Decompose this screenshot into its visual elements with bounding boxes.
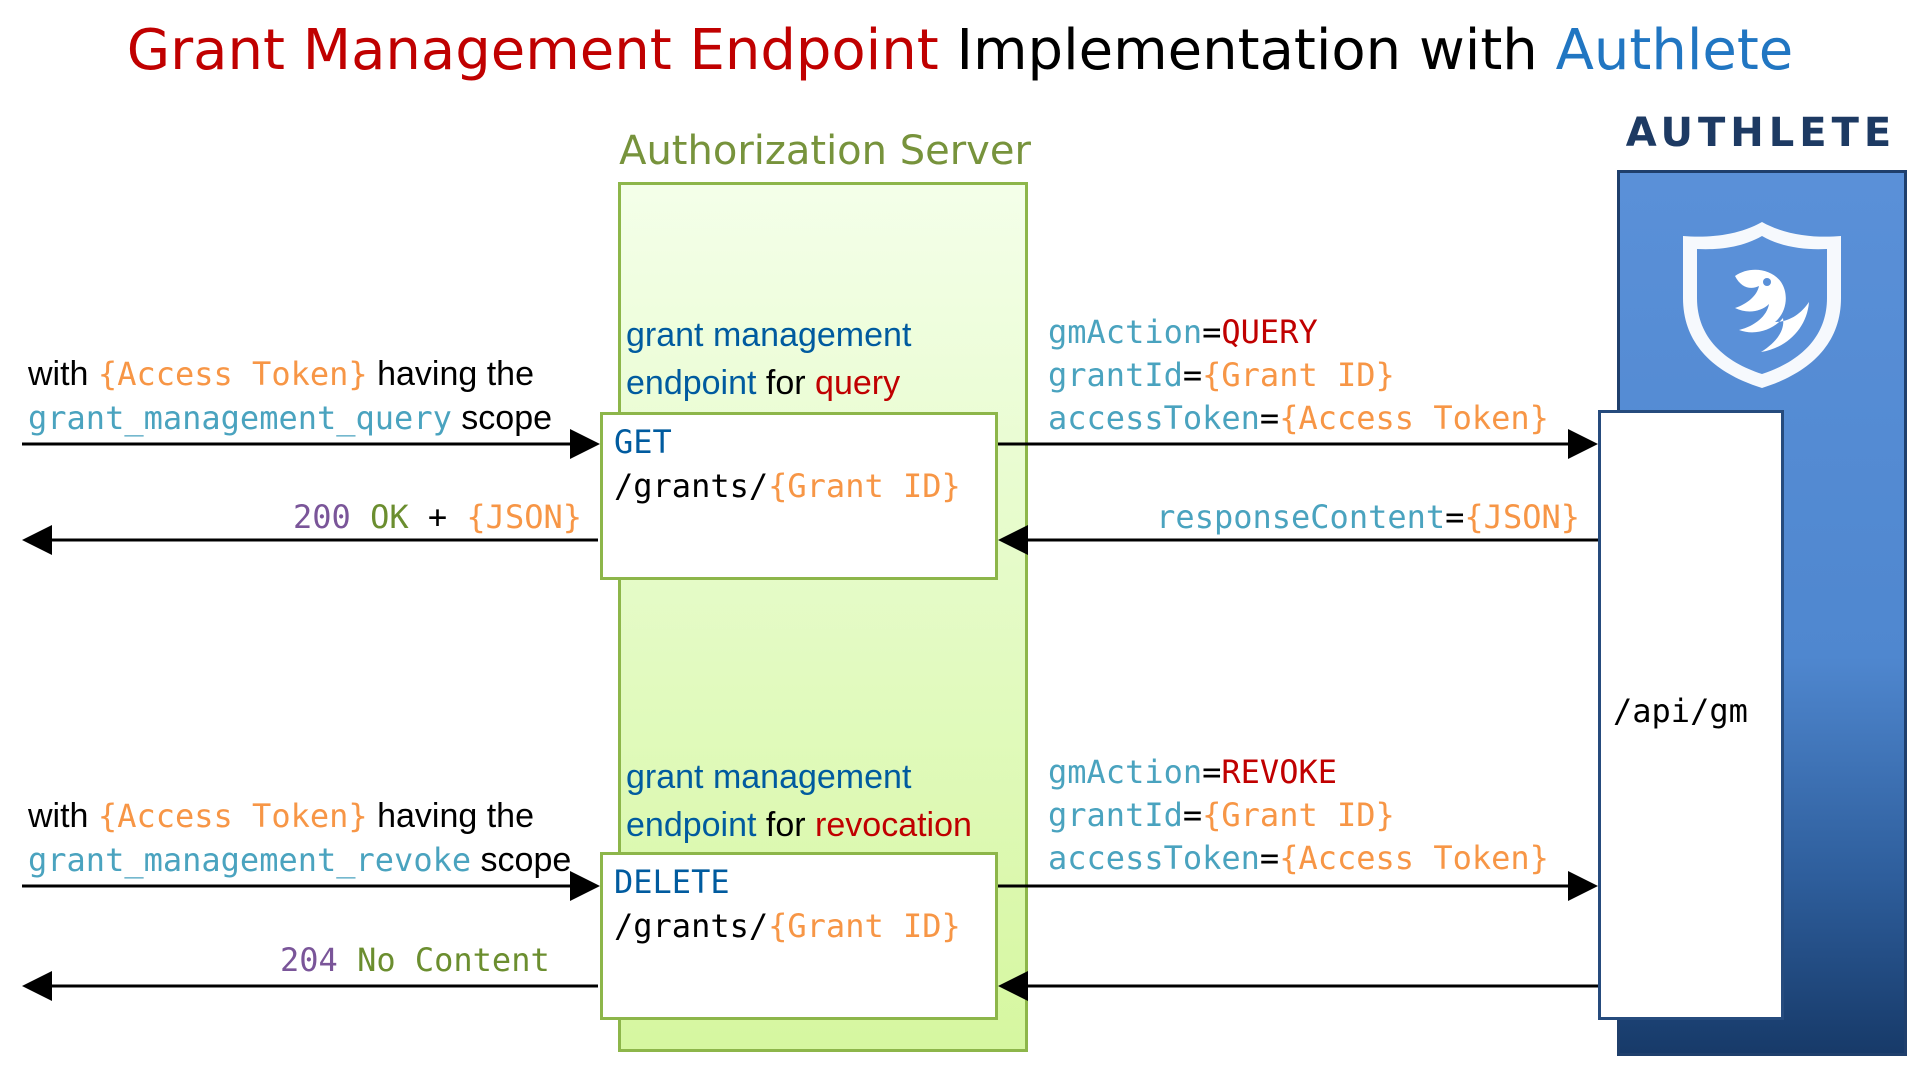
query-param-accesstoken-key: accessToken — [1048, 399, 1260, 437]
revoke-path-prefix: /grants/ — [614, 907, 769, 945]
query-request-label-line2: grant_management_query scope — [28, 401, 552, 435]
query-endpoint-action: query — [815, 364, 901, 402]
title-part-authlete: Authlete — [1555, 18, 1794, 83]
query-response-label: 200 OK + {JSON} — [120, 501, 582, 533]
query-api-param-accesstoken: accessToken={Access Token} — [1048, 402, 1549, 434]
title-part-endpoint: Grant Management Endpoint — [126, 18, 939, 83]
revoke-request-scope: grant_management_revoke — [28, 841, 472, 879]
query-path-prefix: /grants/ — [614, 467, 769, 505]
query-response-status-text: OK — [370, 498, 409, 536]
query-param-gmaction-key: gmAction — [1048, 313, 1203, 351]
revoke-response-status: 204 — [280, 941, 338, 979]
title-part-implementation: Implementation with — [938, 18, 1556, 83]
revoke-param-accesstoken-value: {Access Token} — [1279, 839, 1549, 877]
query-response-status: 200 — [293, 498, 351, 536]
revoke-request-scope-word: scope — [471, 841, 572, 879]
revoke-endpoint-word: endpoint — [626, 806, 757, 844]
revoke-response-label: 204 No Content — [280, 944, 550, 976]
revoke-param-grantid-value: {Grant ID} — [1202, 796, 1395, 834]
revoke-param-accesstoken-eq: = — [1259, 839, 1280, 877]
query-method: GET — [614, 423, 672, 461]
query-api-response-eq: = — [1445, 498, 1465, 536]
revoke-endpoint-label-line2: endpoint for revocation — [626, 808, 972, 842]
revoke-api-param-grantid: grantId={Grant ID} — [1048, 799, 1395, 831]
query-request-token: {Access Token} — [97, 355, 368, 393]
query-api-param-gmaction: gmAction=QUERY — [1048, 316, 1318, 348]
query-request-with: with — [28, 355, 98, 393]
query-param-gmaction-value: QUERY — [1221, 313, 1318, 351]
revoke-param-gmaction-key: gmAction — [1048, 753, 1203, 791]
revoke-path-param: {Grant ID} — [768, 907, 961, 945]
revoke-method: DELETE — [614, 863, 730, 901]
revoke-request-with: with — [28, 797, 98, 835]
query-endpoint-word: endpoint — [626, 364, 757, 402]
query-endpoint-label-line1: grant management — [626, 318, 911, 352]
revoke-response-status-text: No Content — [357, 941, 550, 979]
revoke-endpoint-for: for — [756, 806, 816, 844]
query-endpoint-for: for — [756, 364, 816, 402]
query-request-scope-word: scope — [451, 399, 553, 437]
revoke-param-gmaction-value: REVOKE — [1221, 753, 1337, 791]
revoke-param-grantid-eq: = — [1182, 796, 1203, 834]
query-response-body: {JSON} — [466, 498, 582, 536]
revoke-path: /grants/{Grant ID} — [614, 910, 961, 942]
authlete-brand-logo: AUTHLETE — [1625, 110, 1897, 156]
revoke-endpoint-label-line1: grant management — [626, 760, 911, 794]
query-response-plus: + — [408, 498, 467, 536]
revoke-api-param-gmaction: gmAction=REVOKE — [1048, 756, 1337, 788]
api-gm-label: /api/gm — [1613, 692, 1748, 730]
query-request-label-line1: with {Access Token} having the — [28, 357, 534, 391]
revoke-request-having: having the — [367, 797, 534, 835]
query-endpoint-box — [600, 412, 998, 580]
revoke-param-grantid-key: grantId — [1048, 796, 1183, 834]
query-param-grantid-key: grantId — [1048, 356, 1183, 394]
query-endpoint-label-line2: endpoint for query — [626, 366, 900, 400]
revoke-endpoint-box — [600, 852, 998, 1020]
api-gm-box — [1598, 410, 1784, 1020]
query-param-accesstoken-eq: = — [1259, 399, 1280, 437]
query-api-param-grantid: grantId={Grant ID} — [1048, 359, 1395, 391]
revoke-param-gmaction-eq: = — [1202, 753, 1222, 791]
query-param-grantid-value: {Grant ID} — [1202, 356, 1395, 394]
query-param-gmaction-eq: = — [1202, 313, 1222, 351]
query-request-scope: grant_management_query — [28, 399, 452, 437]
query-request-having: having the — [367, 355, 534, 393]
revoke-api-param-accesstoken: accessToken={Access Token} — [1048, 842, 1549, 874]
query-param-grantid-eq: = — [1182, 356, 1203, 394]
revoke-request-label-line2: grant_management_revoke scope — [28, 843, 571, 877]
revoke-endpoint-action: revocation — [815, 806, 972, 844]
query-path: /grants/{Grant ID} — [614, 470, 961, 502]
authlete-shield-icon — [1683, 222, 1841, 388]
revoke-endpoint-label-text: grant management — [626, 758, 912, 796]
revoke-request-token: {Access Token} — [97, 797, 368, 835]
query-path-param: {Grant ID} — [768, 467, 961, 505]
authorization-server-title: Authorization Server — [619, 128, 1031, 174]
revoke-request-label-line1: with {Access Token} having the — [28, 799, 534, 833]
query-api-response-value: {JSON} — [1464, 498, 1580, 536]
query-endpoint-label-text: grant management — [626, 316, 912, 354]
diagram-title: Grant Management Endpoint Implementation… — [0, 18, 1920, 83]
query-api-response-key: responseContent — [1156, 498, 1446, 536]
query-param-accesstoken-value: {Access Token} — [1279, 399, 1549, 437]
revoke-param-accesstoken-key: accessToken — [1048, 839, 1260, 877]
query-api-response-label: responseContent={JSON} — [1050, 501, 1580, 533]
